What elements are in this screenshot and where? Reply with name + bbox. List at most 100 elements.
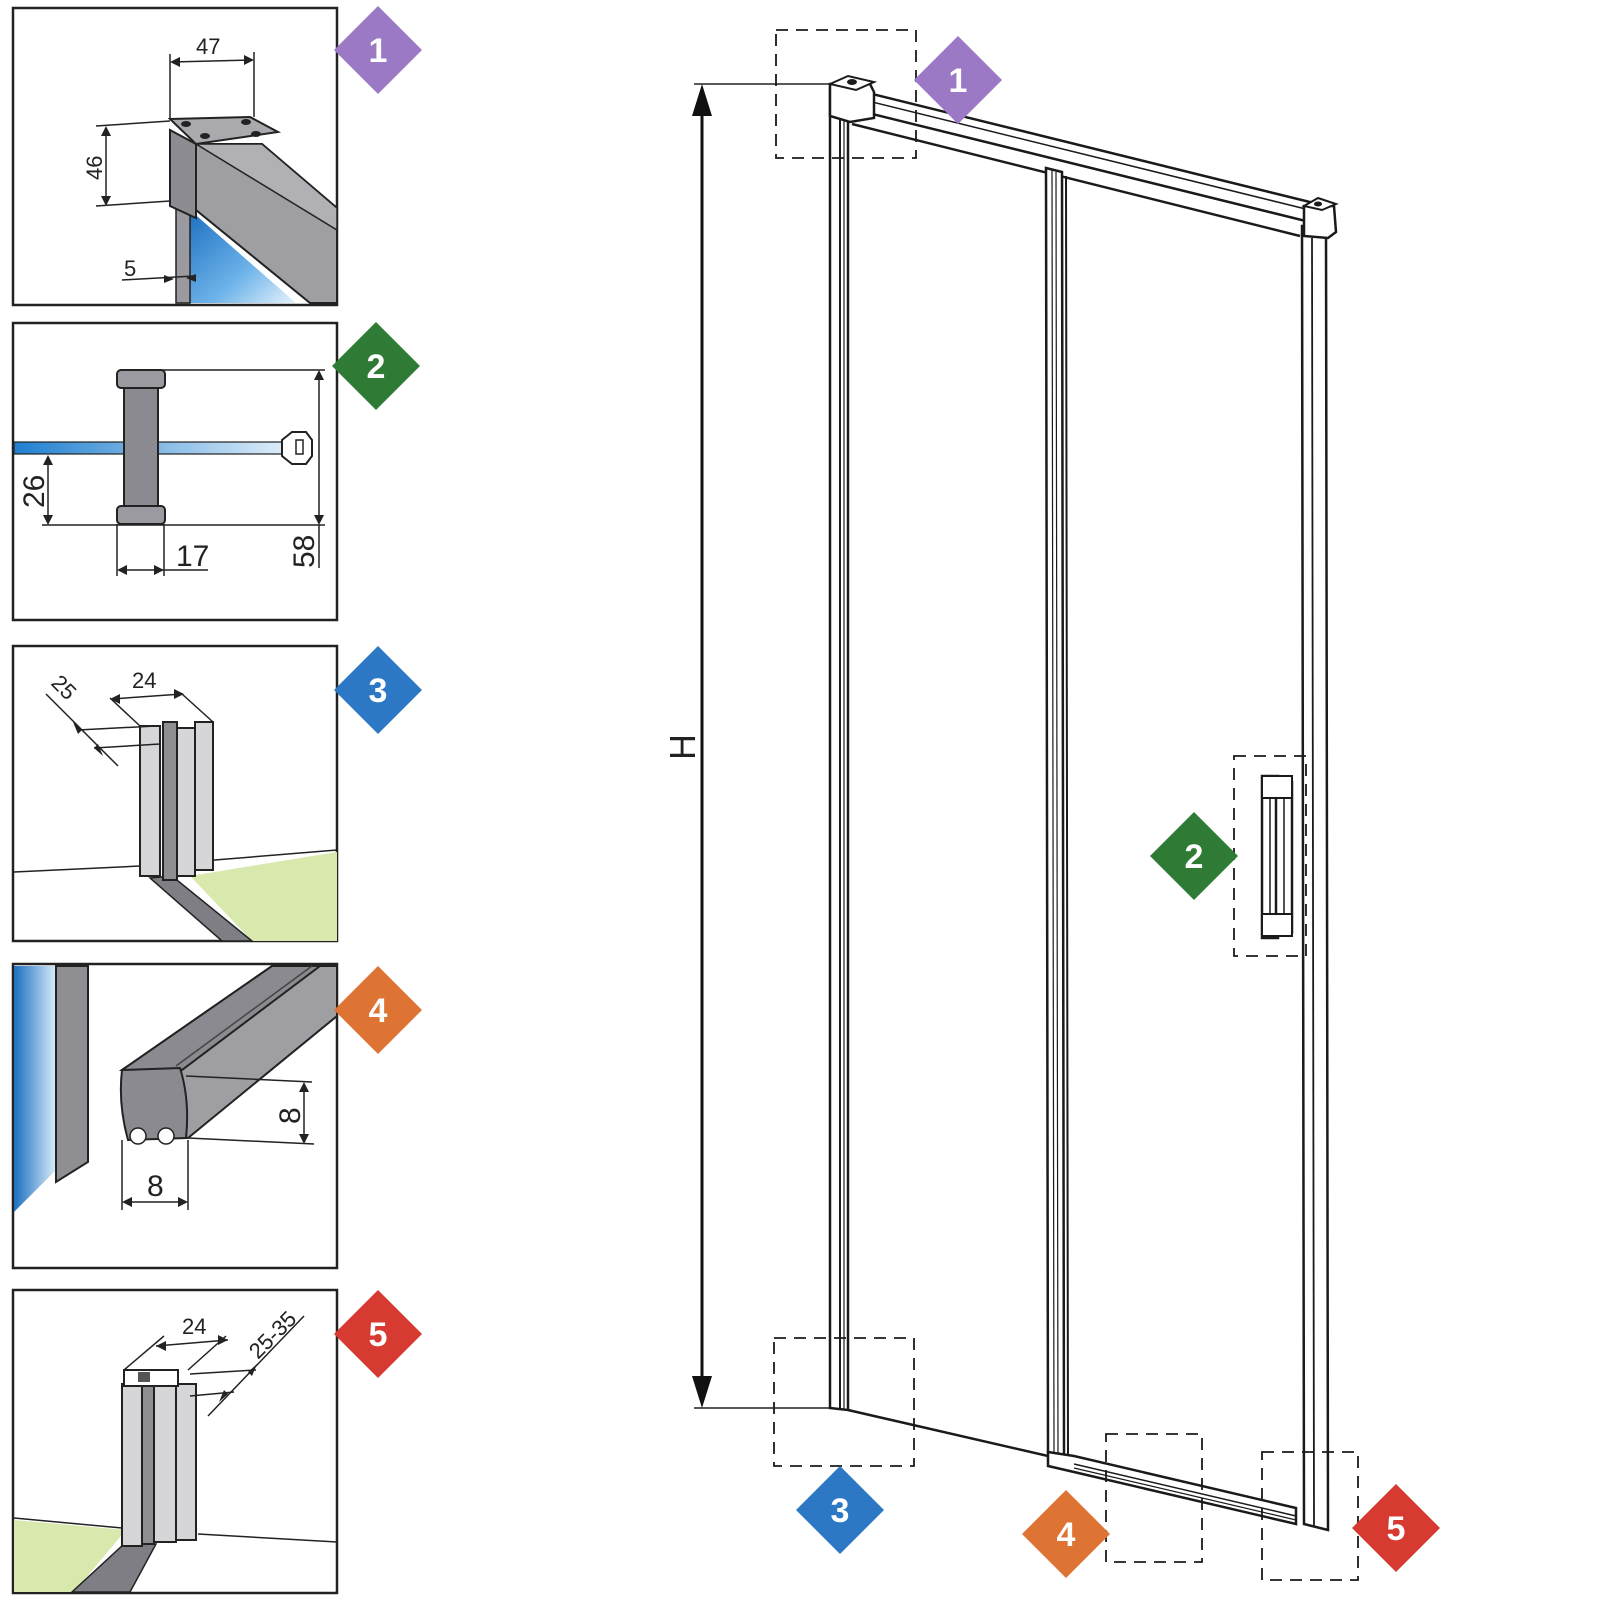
badge-1-number: 1 <box>369 32 388 70</box>
detail-3-profile-d <box>194 721 214 871</box>
height-label: H <box>662 734 703 760</box>
detail-1-rail-top <box>193 143 338 232</box>
detail-1-glass <box>190 210 296 303</box>
dim-arrow <box>101 126 111 136</box>
dim-arrow <box>156 1341 166 1351</box>
callout-box-5 <box>1261 1451 1359 1581</box>
detail-4-glass <box>14 966 56 1212</box>
dim-label-46: 46 <box>82 156 107 180</box>
detail-2-handle-cap-bottom <box>116 505 166 525</box>
detail-3-wall-line <box>13 865 141 873</box>
sliding-door-seal-line <box>1073 1463 1297 1517</box>
detail-3-wall-line <box>189 849 338 863</box>
detail-5-cap-inner <box>138 1372 150 1382</box>
badge-3-main: 3 <box>796 1466 884 1554</box>
badge-5-main-number: 5 <box>1387 1510 1406 1548</box>
top-rail-underside <box>851 122 1301 238</box>
badge-1-main-number: 1 <box>949 62 968 100</box>
dim-line <box>93 743 161 749</box>
center-profile-line <box>1051 169 1055 1453</box>
badge-2-main: 2 <box>1150 812 1238 900</box>
detail-5-profile-c <box>153 1385 177 1543</box>
detail-2-frame <box>11 321 339 622</box>
dim-arrow <box>219 1390 228 1402</box>
detail-1-post <box>175 199 191 304</box>
right-post <box>1300 224 1330 1532</box>
sliding-door-edge <box>1065 175 1069 1457</box>
dim-label-8-horizontal: 8 <box>147 1170 164 1203</box>
top-right-bracket <box>1302 204 1338 240</box>
detail-5-profile-a <box>121 1383 143 1547</box>
detail-1-screw-hole <box>241 119 251 125</box>
badge-1-detail: 1 <box>334 6 422 94</box>
dim-line <box>189 1391 235 1397</box>
badge-5-number: 5 <box>369 1316 388 1354</box>
dim-line <box>121 275 195 281</box>
detail-2-handle-bar <box>123 377 159 511</box>
dim-arrow <box>101 196 111 206</box>
badge-4-diamond <box>334 966 422 1054</box>
badge-2-main-diamond <box>1150 812 1238 900</box>
height-arrow-top <box>692 84 712 116</box>
dim-line <box>171 59 253 63</box>
badge-3-main-number: 3 <box>831 1492 850 1530</box>
dim-label-17: 17 <box>176 540 209 573</box>
detail-5-profile-d <box>175 1383 197 1541</box>
dim-arrow <box>117 565 127 575</box>
top-right-bracket-hole <box>1314 201 1322 207</box>
callout-box-4 <box>1105 1433 1203 1563</box>
dim-arrow <box>299 1134 309 1144</box>
detail-4-seal-hole <box>157 1127 175 1145</box>
dim-label-8-vertical: 8 <box>274 1107 307 1124</box>
top-rail <box>846 86 1328 228</box>
dim-label-24: 24 <box>132 668 156 693</box>
dim-arrow <box>73 722 82 734</box>
dim-arrow <box>248 1364 257 1376</box>
dim-arrow <box>154 565 164 575</box>
dim-line <box>185 1075 313 1083</box>
badge-2-diamond <box>332 322 420 410</box>
badge-5-detail: 5 <box>334 1290 422 1378</box>
dim-arrow <box>94 744 103 756</box>
dim-label-58: 58 <box>288 535 321 568</box>
badge-4-main: 4 <box>1022 1490 1110 1578</box>
dim-arrow <box>43 455 53 465</box>
center-profile <box>1044 166 1066 1458</box>
dim-line <box>155 1339 229 1347</box>
callout-box-1 <box>775 29 917 159</box>
top-left-bracket-hole <box>847 79 857 85</box>
center-profile-line <box>1055 171 1059 1455</box>
height-arrow-bottom <box>692 1376 712 1408</box>
detail-4-seal-profile <box>119 1066 189 1142</box>
detail-5-wall-line <box>197 1533 338 1543</box>
badge-2-main-number: 2 <box>1185 838 1204 876</box>
badge-3-number: 3 <box>369 672 388 710</box>
dim-arrow <box>43 515 53 525</box>
dim-arrow <box>178 1197 188 1207</box>
detail-3-profile-c <box>176 727 196 877</box>
badge-1-diamond <box>334 6 422 94</box>
detail-4-seal-hole <box>129 1127 147 1145</box>
detail-3-profile-a <box>139 725 161 877</box>
dim-line <box>111 693 183 700</box>
detail-panel-2: 58 26 17 <box>11 321 339 622</box>
dim-arrow <box>122 1197 132 1207</box>
badge-3-diamond <box>334 646 422 734</box>
badge-4-number: 4 <box>369 992 388 1030</box>
right-post-inner <box>1311 237 1315 1527</box>
dim-arrow <box>170 57 180 67</box>
detail-1-bracket-side <box>169 128 197 220</box>
detail-1-bracket-top <box>167 115 282 146</box>
dim-arrow <box>218 1335 228 1345</box>
dim-label-5: 5 <box>124 256 136 281</box>
badge-2-detail: 2 <box>332 322 420 410</box>
detail-4-seal-ridge <box>175 965 313 1067</box>
dim-label-24: 24 <box>182 1314 206 1339</box>
callout-box-3 <box>773 1337 915 1467</box>
dim-line <box>109 697 141 727</box>
badge-4-main-number: 4 <box>1057 1516 1076 1554</box>
top-rail-edge <box>847 95 1327 215</box>
dim-line <box>77 725 157 731</box>
detail-5-wall-line <box>13 1517 123 1529</box>
